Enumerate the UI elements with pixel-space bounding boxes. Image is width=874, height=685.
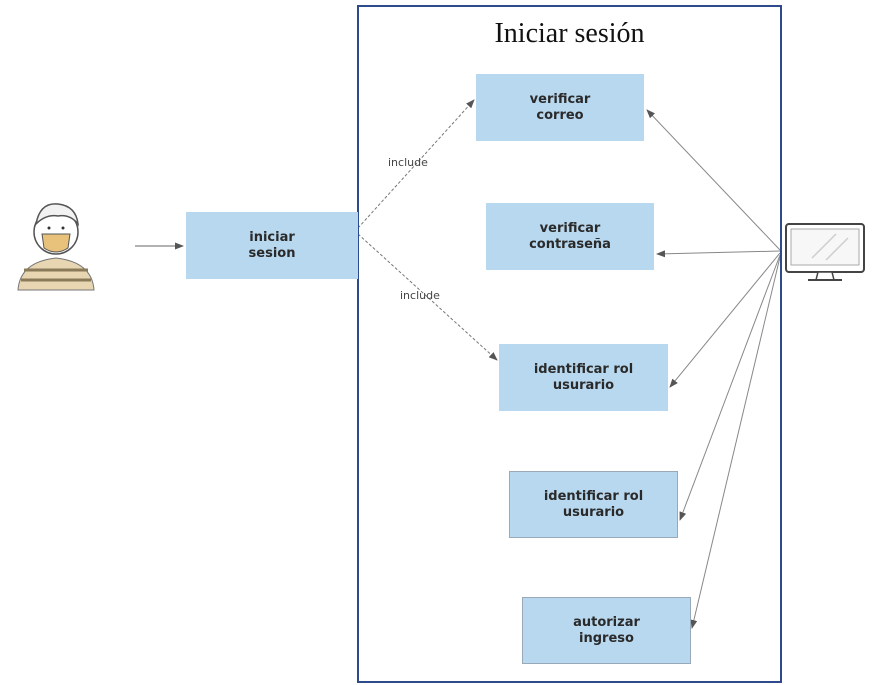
include-label-top: include — [388, 156, 428, 169]
include-arrow-verificar-correo — [357, 99, 475, 229]
usecase-identificar-rol-usurario-1[interactable]: identificar rol usurario — [499, 344, 668, 411]
arrow-to-identificar-rol-2 — [679, 254, 781, 521]
include-arrow-identificar-rol — [357, 233, 498, 361]
usecase-verificar-correo[interactable]: verificar correo — [476, 74, 644, 141]
arrow-to-verificar-contrasena — [656, 250, 781, 258]
monitor-association-arrows — [646, 109, 781, 629]
computer-monitor-icon — [785, 223, 865, 281]
system-title: Iniciar sesión — [494, 18, 645, 49]
person-with-mask-icon — [17, 203, 95, 291]
system-boundary — [357, 5, 782, 683]
arrow-to-autorizar-ingreso — [690, 256, 781, 629]
usecase-iniciar-sesion[interactable]: iniciar sesion — [186, 212, 358, 279]
arrow-to-identificar-rol-1 — [669, 252, 781, 388]
usecase-autorizar-ingreso[interactable]: autorizar ingreso — [522, 597, 691, 664]
usecase-identificar-rol-usurario-2[interactable]: identificar rol usurario — [509, 471, 678, 538]
arrow-to-verificar-correo — [646, 109, 781, 251]
include-label-bottom: include — [400, 289, 440, 302]
usecase-verificar-contrasena[interactable]: verificar contraseña — [486, 203, 654, 270]
